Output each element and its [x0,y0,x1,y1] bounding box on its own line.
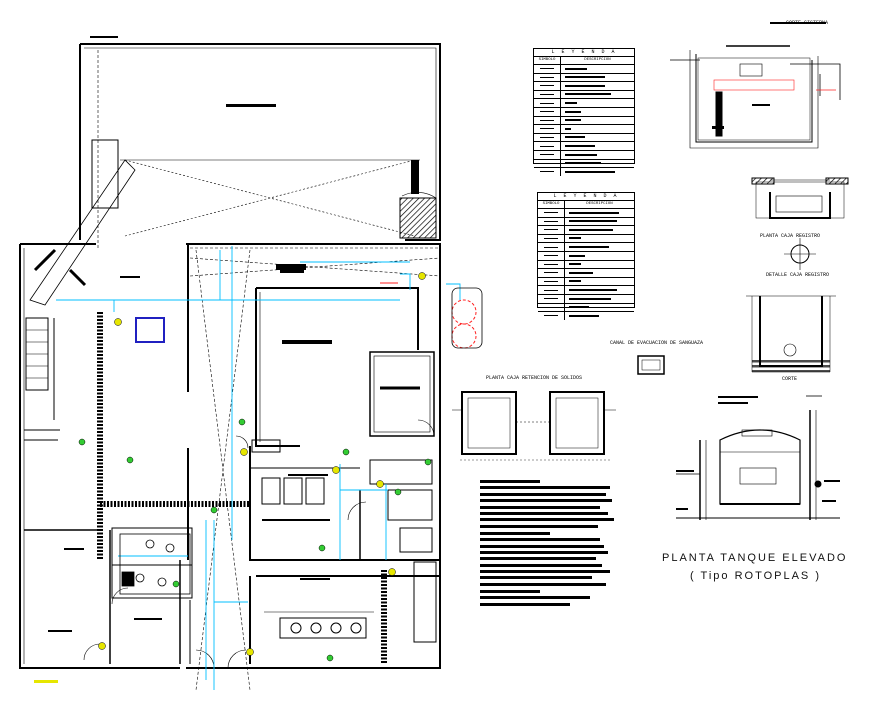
legend-1-col-desc: DESCRIPCION [584,58,611,62]
detail-canal [637,355,665,375]
detail-corte-box [746,295,836,373]
legend-table-2: L E Y E N D A SIMBOLO DESCRIPCION [537,192,635,320]
stair-hatch [399,197,437,239]
legend-row [538,209,634,218]
legend-2-columns: SIMBOLO DESCRIPCION [538,201,634,209]
tanque-text-bars [676,396,840,510]
floor-plan [19,43,441,691]
detail-tanque-elevado [676,395,840,520]
legend-row [538,217,634,227]
exterior-wall-main [19,243,441,669]
legend-2-col-desc: DESCRIPCION [586,202,613,206]
fixture-markers [78,272,432,662]
legend-row [534,65,634,74]
water-supply-lines [56,246,461,690]
legend-1-rows [534,65,634,176]
legend-row [534,159,634,169]
legend-row [538,303,634,313]
general-notes-block [480,480,620,609]
legend-row [534,82,634,91]
label-planta-caja-registro: PLANTA CAJA REGISTRO [760,233,821,239]
legend-row [534,125,634,134]
label-detalle-caja-registro: DETALLE CAJA REGISTRO [766,272,830,278]
label-corte: CORTE [782,376,798,382]
legend-row [534,116,634,126]
legend-row [534,90,634,100]
legend-row [538,234,634,244]
legend-1-title: L E Y E N D A [534,49,634,57]
legend-row [534,142,634,151]
legend-row [538,226,634,235]
legend-row [538,286,634,295]
legend-row [538,312,634,320]
label-canal-evacuacion: CANAL DE EVACUACION DE SANGUAZA [610,340,704,346]
exterior-wall-top-block [79,43,441,241]
tanque-subtitle: ( Tipo ROTOPLAS ) [690,570,821,582]
legend-row [538,243,634,252]
label-planta-caja-retencion: PLANTA CAJA RETENCION DE SOLIDOS [486,375,583,381]
legend-row [538,251,634,261]
legend-2-col-symbol: SIMBOLO [538,201,565,208]
legend-row [538,294,634,304]
legend-row [534,150,634,160]
legend-table-1: L E Y E N D A SIMBOLO DESCRIPCION [533,48,635,176]
legend-row [534,73,634,83]
legend-row [534,99,634,108]
detail-caja-registro [751,177,849,270]
legend-2-rows [538,209,634,320]
legend-row [534,168,634,176]
legend-row [538,260,634,270]
legend-row [534,133,634,143]
legend-row [538,277,634,287]
legend-row [534,107,634,117]
tanque-title: PLANTA TANQUE ELEVADO [662,552,848,564]
legend-1-col-symbol: SIMBOLO [534,57,561,64]
detail-caja-retencion [452,391,616,461]
bathroom-fixtures [119,533,191,595]
drainage-elements [380,282,477,349]
legend-1-columns: SIMBOLO DESCRIPCION [534,57,634,65]
detail-corte-cisterna [670,22,841,149]
legend-2-title: L E Y E N D A [538,193,634,201]
label-corte-cisterna: CORTE CISTERNA [786,20,829,26]
plan-text-blocks [34,36,332,683]
legend-row [538,269,634,278]
blue-equipment-box [135,317,165,343]
